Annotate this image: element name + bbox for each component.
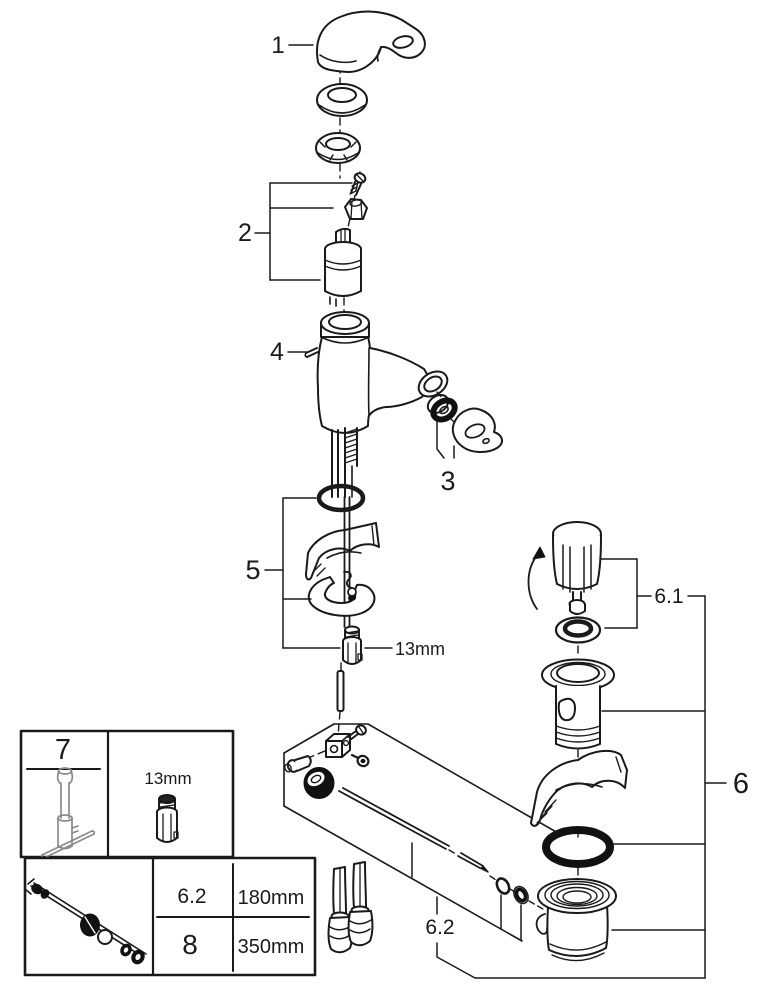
table-cell-length-1: 180mm <box>238 887 305 909</box>
label-part-2: 2 <box>238 219 252 247</box>
part-handle <box>316 10 426 73</box>
label-part-6-2: 6.2 <box>425 916 454 939</box>
toolbox-panel <box>19 729 235 859</box>
leader-13mm: 13mm <box>364 639 445 659</box>
bracket-part-6-1: 6.1 <box>599 558 706 629</box>
socket-13mm-drawing <box>156 794 179 843</box>
part-spray-outlet <box>451 407 503 453</box>
part-knurled-wheel <box>303 767 335 799</box>
part-horseshoe-washer <box>307 570 376 617</box>
table-cell-ref-1: 6.2 <box>177 885 206 908</box>
label-part-3: 3 <box>440 466 455 496</box>
part-drain-body <box>535 878 617 962</box>
part-handle-screw <box>349 172 367 196</box>
part-drain-clamp-wedge <box>530 749 628 827</box>
table-cell-length-2: 350mm <box>238 936 305 958</box>
label-13mm: 13mm <box>395 639 445 659</box>
bracket-part-2: 2 <box>238 182 353 281</box>
part-supply-hoses <box>327 861 374 954</box>
label-part-6-1: 6.1 <box>654 585 683 608</box>
panel-leader-ticks <box>411 842 522 941</box>
rotate-arrow <box>527 546 546 610</box>
part-faucet-body <box>304 311 449 498</box>
part-cap-nut <box>344 198 368 220</box>
label-part-6: 6 <box>733 768 749 800</box>
part-rod-washer <box>513 885 529 905</box>
size-table: 6.2 180mm 8 350mm <box>23 856 317 977</box>
part-popup-plug <box>552 521 602 623</box>
part-linkage-block <box>325 733 351 758</box>
rod-assembly-drawing <box>24 878 147 965</box>
part-rod-oring <box>495 877 511 895</box>
part-drain-oring <box>542 826 614 868</box>
part-block-screw-top <box>347 724 367 741</box>
part-pull-rod <box>336 670 345 712</box>
mounting-plane-panel <box>283 723 559 942</box>
leader-part-4: 4 <box>270 338 308 366</box>
axis-dashes-spout <box>436 391 456 424</box>
part-aerator <box>426 394 458 423</box>
label-tool-size: 13mm <box>144 769 191 788</box>
part-cartridge <box>324 227 362 307</box>
part-13mm-nut <box>342 625 363 665</box>
part-body-oring <box>316 483 366 513</box>
part-dome-ring <box>316 83 368 117</box>
bracket-part-5: 5 <box>245 497 341 649</box>
part-drain-flange <box>541 658 615 750</box>
label-part-5: 5 <box>245 555 260 585</box>
leader-part-1: 1 <box>271 32 314 59</box>
part-horizontal-rod <box>338 787 489 873</box>
part-ring-nut <box>315 132 361 164</box>
part-wedge-washer <box>305 522 380 581</box>
label-part-1: 1 <box>271 32 284 59</box>
table-cell-ref-2: 8 <box>182 929 198 960</box>
label-part-7: 7 <box>55 734 71 766</box>
bracket-part-6: 6 6.2 <box>425 595 749 979</box>
mounting-tool-drawing <box>40 767 96 859</box>
part-plug-seal-ring <box>554 616 602 644</box>
part-block-screw-bottom <box>350 753 370 768</box>
part-rod-fitting <box>284 755 312 773</box>
axis-dashes-rod <box>448 849 544 910</box>
shank-threads <box>344 428 358 464</box>
leader-part-3: 3 <box>436 420 456 496</box>
label-part-4: 4 <box>270 338 284 366</box>
